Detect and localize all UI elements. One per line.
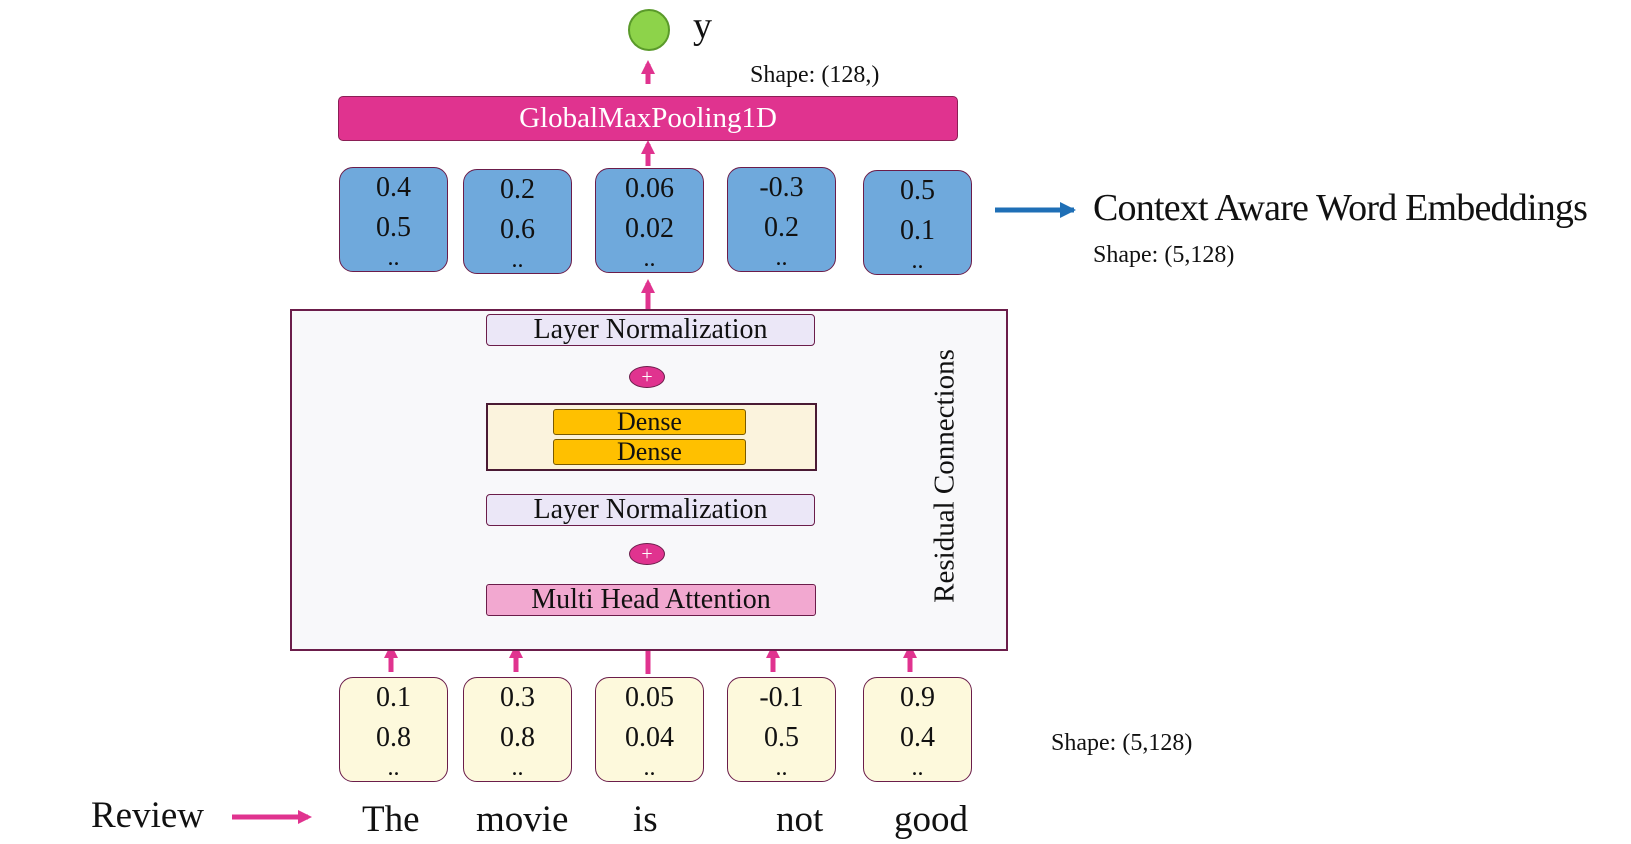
vector-value: 0.5: [376, 212, 411, 243]
input-vector: 0.3 0.8 ..: [463, 677, 572, 782]
vector-value: 0.1: [376, 682, 411, 713]
dense-layer-1: Dense: [553, 407, 746, 436]
review-token: The: [362, 799, 420, 840]
vector-value: 0.04: [625, 722, 674, 753]
attention-label: Multi Head Attention: [531, 584, 771, 615]
vector-value: 0.8: [376, 722, 411, 753]
vector-ellipsis: ..: [387, 245, 400, 271]
vector-value: 0.5: [764, 722, 799, 753]
input-vector: 0.05 0.04 ..: [595, 677, 704, 782]
vector-value: 0.05: [625, 682, 674, 713]
context-embeddings-shape: Shape: (5,128): [1093, 242, 1235, 268]
residual-add-bottom: +: [629, 543, 665, 565]
output-shape: Shape: (128,): [750, 62, 880, 88]
vector-ellipsis: ..: [775, 245, 788, 271]
vector-value: 0.1: [900, 215, 935, 246]
vector-value: 0.06: [625, 173, 674, 204]
vector-value: 0.2: [500, 174, 535, 205]
vector-ellipsis: ..: [911, 248, 924, 274]
layer-normalization-label: Layer Normalization: [533, 314, 768, 345]
vector-ellipsis: ..: [387, 755, 400, 781]
vector-value: 0.4: [900, 722, 935, 753]
vector-value: -0.1: [759, 682, 804, 713]
layer-normalization-label: Layer Normalization: [533, 494, 768, 525]
vector-value: 0.2: [764, 212, 799, 243]
residual-add-top: +: [629, 366, 665, 388]
context-vector: 0.2 0.6 ..: [463, 169, 572, 274]
review-token: movie: [476, 799, 569, 840]
pooling-label: GlobalMaxPooling1D: [519, 102, 777, 134]
residual-connections-text: Residual Connections: [928, 349, 961, 603]
vector-ellipsis: ..: [643, 246, 656, 272]
review-token: good: [894, 799, 968, 840]
input-vector: 0.1 0.8 ..: [339, 677, 448, 782]
output-label: y: [693, 5, 712, 47]
context-vector: 0.06 0.02 ..: [595, 168, 704, 273]
vector-value: 0.5: [900, 175, 935, 206]
vector-value: -0.3: [759, 172, 804, 203]
vector-ellipsis: ..: [775, 755, 788, 781]
review-token: is: [633, 799, 658, 840]
vector-value: 0.8: [500, 722, 535, 753]
vector-value: 0.9: [900, 682, 935, 713]
layer-normalization-top: Layer Normalization: [486, 314, 815, 346]
dense-layer-2: Dense: [553, 437, 746, 466]
add-symbol: +: [641, 543, 653, 565]
residual-connections-label: Residual Connections: [928, 330, 962, 622]
dense-label: Dense: [617, 437, 682, 466]
vector-value: 0.02: [625, 213, 674, 244]
add-symbol: +: [641, 366, 653, 388]
input-embeddings-shape: Shape: (5,128): [1051, 730, 1193, 756]
output-node: [628, 9, 670, 51]
context-vector: 0.5 0.1 ..: [863, 170, 972, 275]
vector-ellipsis: ..: [643, 755, 656, 781]
review-label: Review: [91, 795, 205, 836]
multi-head-attention-layer: Multi Head Attention: [486, 584, 816, 616]
vector-ellipsis: ..: [511, 755, 524, 781]
context-embeddings-label: Context Aware Word Embeddings: [1093, 187, 1588, 229]
layer-normalization-bottom: Layer Normalization: [486, 494, 815, 526]
dense-label: Dense: [617, 407, 682, 436]
vector-value: 0.3: [500, 682, 535, 713]
review-token: not: [776, 799, 824, 840]
context-vector: -0.3 0.2 ..: [727, 167, 836, 272]
input-vector: -0.1 0.5 ..: [727, 677, 836, 782]
vector-ellipsis: ..: [511, 247, 524, 273]
vector-ellipsis: ..: [911, 755, 924, 781]
global-max-pooling-layer: GlobalMaxPooling1D: [338, 96, 958, 141]
input-vector: 0.9 0.4 ..: [863, 677, 972, 782]
vector-value: 0.6: [500, 214, 535, 245]
context-vector: 0.4 0.5 ..: [339, 167, 448, 272]
vector-value: 0.4: [376, 172, 411, 203]
